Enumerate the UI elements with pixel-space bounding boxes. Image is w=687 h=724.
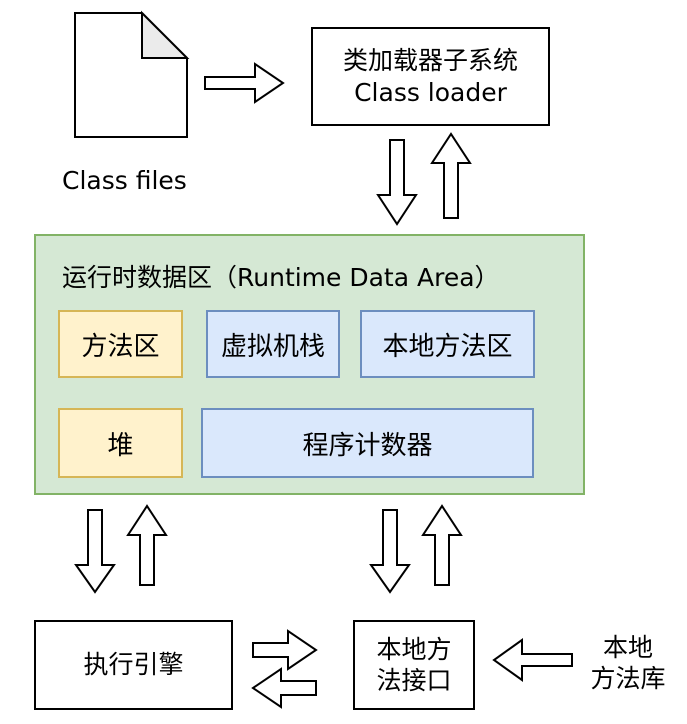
arrow-up-icon bbox=[430, 132, 472, 219]
arrow-right-icon bbox=[252, 629, 318, 671]
arrow-left-icon bbox=[492, 638, 573, 682]
arrow-down-icon bbox=[74, 509, 116, 594]
execution-engine-box: 执行引擎 bbox=[34, 620, 233, 710]
native-interface-line1: 本地方 bbox=[376, 634, 452, 664]
document-icon bbox=[74, 10, 190, 138]
native-library-label: 本地 方法库 bbox=[578, 632, 678, 695]
heap-label: 堆 bbox=[107, 430, 134, 461]
method-area-label: 方法区 bbox=[81, 331, 160, 362]
program-counter-box: 程序计数器 bbox=[201, 408, 534, 478]
arrow-down-icon bbox=[369, 509, 411, 594]
program-counter-label: 程序计数器 bbox=[302, 430, 433, 461]
native-method-area-box: 本地方法区 bbox=[360, 310, 535, 378]
native-interface-box: 本地方 法接口 bbox=[353, 620, 475, 710]
execution-engine-label: 执行引擎 bbox=[83, 650, 184, 680]
native-library-line2: 方法库 bbox=[590, 664, 666, 694]
vm-stack-box: 虚拟机栈 bbox=[206, 310, 340, 378]
arrow-left-icon bbox=[251, 667, 317, 709]
method-area-box: 方法区 bbox=[58, 310, 183, 378]
arrow-right-icon bbox=[204, 62, 285, 104]
runtime-data-area-title: 运行时数据区（Runtime Data Area） bbox=[62, 263, 500, 292]
arrow-down-icon bbox=[376, 139, 418, 226]
native-library-line1: 本地 bbox=[602, 633, 653, 662]
class-loader-box: 类加载器子系统 Class loader bbox=[311, 27, 550, 126]
class-files-label: Class files bbox=[62, 166, 187, 195]
arrow-up-icon bbox=[421, 504, 463, 586]
class-loader-title-cn: 类加载器子系统 bbox=[342, 46, 518, 76]
heap-box: 堆 bbox=[58, 408, 183, 478]
vm-stack-label: 虚拟机栈 bbox=[220, 331, 325, 362]
arrow-up-icon bbox=[126, 504, 168, 586]
native-interface-line2: 法接口 bbox=[376, 666, 452, 695]
class-loader-title-en: Class loader bbox=[354, 77, 507, 107]
native-method-area-label: 本地方法区 bbox=[382, 331, 513, 362]
